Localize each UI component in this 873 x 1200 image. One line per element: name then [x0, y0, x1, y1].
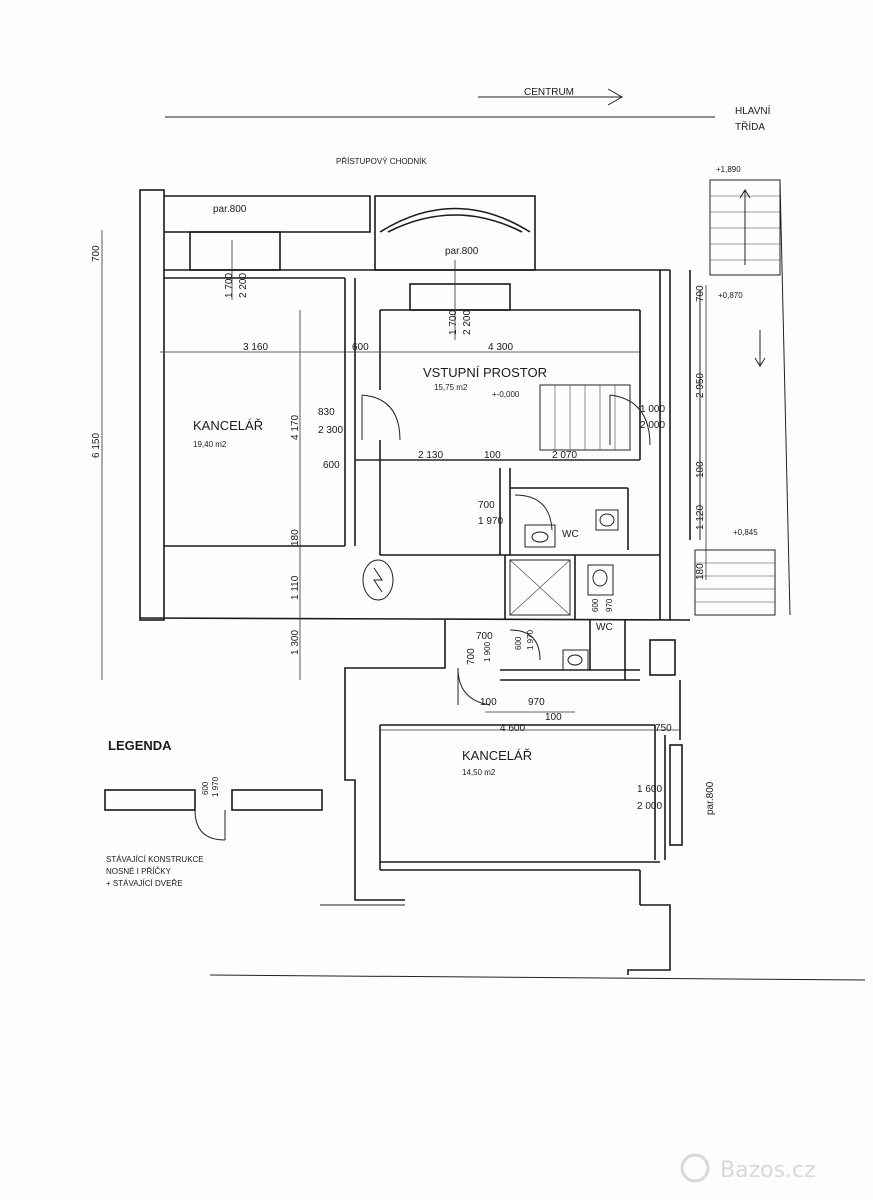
dim-1110: 1 110 — [290, 575, 301, 600]
legend-line-1: STÁVAJÍCÍ KONSTRUKCE — [106, 855, 204, 864]
dim-600-top: 600 — [352, 342, 369, 353]
dim-970-b: 970 — [528, 697, 545, 708]
door-lower — [457, 629, 541, 706]
dim-180-right: 180 — [695, 563, 706, 580]
entrance-stairs — [539, 384, 651, 451]
dim-750: 750 — [655, 723, 672, 734]
level-label-top: +1,890 — [716, 165, 741, 174]
exterior-wall-right — [779, 179, 791, 616]
dim-830: 830 — [318, 407, 335, 418]
dim-2130: 2 130 — [418, 450, 443, 461]
room-area-entrance: 15,75 m2 — [434, 383, 468, 392]
level-label-mid: +0,870 — [718, 291, 743, 300]
dim-180-left: 180 — [290, 529, 301, 546]
dim-1700-b: 1 700 — [448, 310, 459, 335]
dim-700-d: 700 — [466, 648, 477, 665]
dim-700-right: 700 — [695, 285, 706, 302]
direction-label: CENTRUM — [524, 87, 574, 98]
wc1-fixtures — [524, 509, 619, 548]
room-name-wc2: WC — [596, 622, 613, 633]
door-office1 — [361, 394, 401, 441]
watermark: Bazos.cz — [680, 1153, 816, 1183]
window-label-entrance: par.800 — [445, 246, 479, 257]
dim-1970-b: 1 970 — [526, 629, 535, 650]
legend-title: LEGENDA — [108, 738, 172, 753]
watermark-text: Bazos.cz — [720, 1158, 816, 1183]
dim-1970-door: 1 970 — [478, 516, 503, 527]
shower — [509, 559, 571, 616]
dim-1120: 1 120 — [695, 505, 706, 530]
room-area-office2: 14,50 m2 — [462, 768, 496, 777]
window-label-office2: par.800 — [705, 781, 716, 815]
dim-1300: 1 300 — [290, 630, 301, 655]
dim-1900: 1 900 — [483, 641, 492, 662]
dim-2300: 2 300 — [318, 425, 343, 436]
dim-4170: 4 170 — [290, 415, 301, 440]
dim-970-a: 970 — [605, 598, 614, 612]
room-name-office2: KANCELÁŘ — [462, 748, 532, 763]
dim-100-c: 100 — [480, 697, 497, 708]
legend-door-width: 600 — [201, 781, 210, 795]
dim-4300: 4 300 — [488, 342, 513, 353]
room-name-office1: KANCELÁŘ — [193, 418, 263, 433]
wc2-toilet — [587, 564, 614, 596]
street-lines — [165, 88, 715, 118]
room-area-office1: 19,40 m2 — [193, 440, 227, 449]
dim-600-mid: 600 — [323, 460, 340, 471]
legend-door-height: 1 970 — [211, 776, 220, 797]
main-road-label-2: TŘÍDA — [735, 120, 765, 133]
legend-line-2: NOSNÉ I PŘÍČKY — [106, 867, 172, 876]
street-stairs-upper — [709, 179, 781, 276]
dim-600-d: 600 — [514, 636, 523, 650]
dim-2950: 2 950 — [695, 373, 706, 398]
dim-2200-a: 2 200 — [238, 273, 249, 298]
dim-3160: 3 160 — [243, 342, 268, 353]
dim-1600: 1 600 — [637, 784, 662, 795]
dim-100-d: 100 — [545, 712, 562, 723]
dim-700-door: 700 — [478, 500, 495, 511]
dimension-lines — [101, 230, 707, 731]
level-label-low: +0,845 — [733, 528, 758, 537]
room-name-entrance: VSTUPNÍ PROSTOR — [423, 365, 547, 380]
upper-floor-walls — [139, 189, 691, 621]
dim-2200-b: 2 200 — [462, 310, 473, 335]
dim-1000: 1 000 — [640, 404, 665, 415]
dim-2000-lower: 2 000 — [637, 801, 662, 812]
dim-600-wc: 600 — [591, 598, 600, 612]
level-label-entrance: +-0,000 — [492, 390, 520, 399]
dim-2070: 2 070 — [552, 450, 577, 461]
wc2-sink — [562, 649, 589, 671]
main-road-label-1: HLAVNÍ — [735, 104, 771, 117]
dim-2000-upper: 2 000 — [640, 420, 665, 431]
dim-6150: 6 150 — [91, 433, 102, 458]
legend-line-3: + STÁVAJÍCÍ DVEŘE — [106, 879, 183, 888]
walkway-label: PŘÍSTUPOVÝ CHODNÍK — [336, 157, 427, 166]
electrical-panel — [362, 559, 394, 601]
dim-100-b: 100 — [695, 461, 706, 478]
dim-4600: 4 600 — [500, 723, 525, 734]
room-name-wc1: WC — [562, 529, 579, 540]
dim-100-a: 100 — [484, 450, 501, 461]
window-label-office1: par.800 — [213, 204, 247, 215]
street-stairs-lower — [694, 330, 776, 616]
lower-floor-walls — [209, 620, 866, 981]
dim-700-lower: 700 — [476, 631, 493, 642]
legend-symbol — [104, 789, 323, 841]
dim-1700-a: 1 700 — [224, 273, 235, 298]
dim-700-left: 700 — [91, 245, 102, 262]
